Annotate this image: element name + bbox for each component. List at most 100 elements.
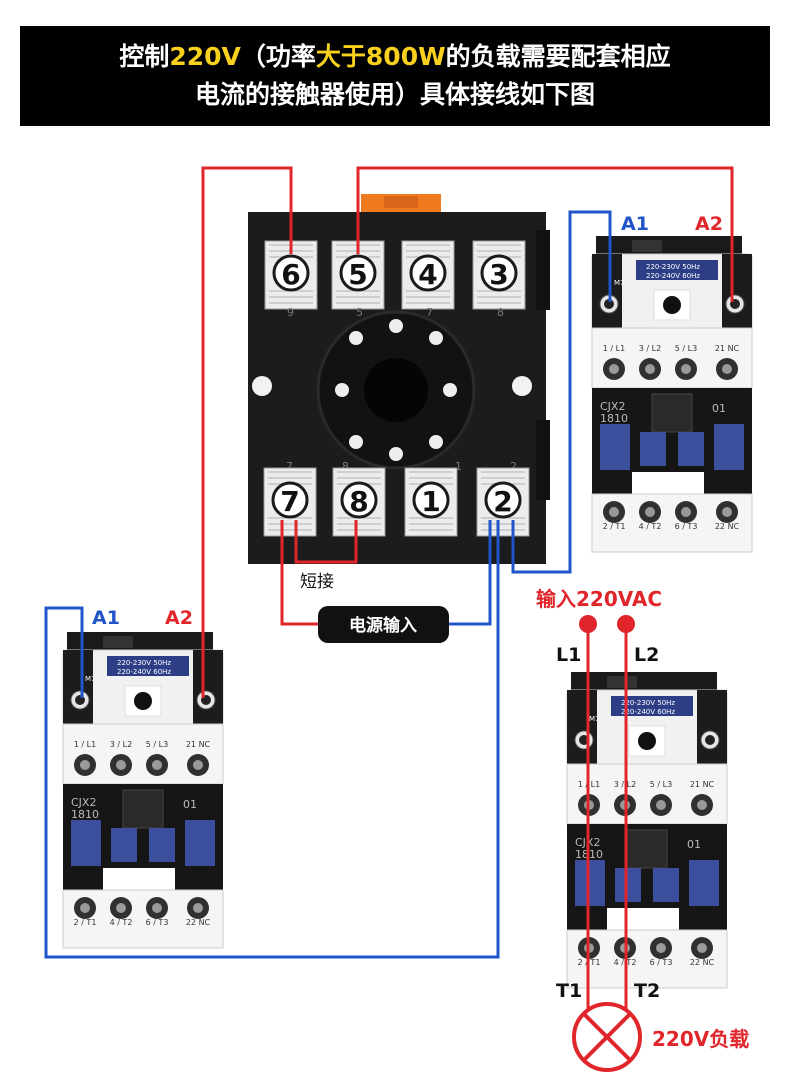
model-label: CJX2 xyxy=(71,796,96,809)
socket-pin-hole xyxy=(443,383,457,397)
pin-mark: 1 xyxy=(455,460,462,473)
left-A2-label: A2 xyxy=(165,607,193,629)
socket-pin-hole xyxy=(349,435,363,449)
socket-pin-hole xyxy=(335,383,349,397)
pin-mark: 7 xyxy=(286,460,293,473)
wire-power-to-terminal2 xyxy=(449,520,492,626)
terminal-label: 6 / T3 xyxy=(650,958,673,967)
t2-label: T2 xyxy=(634,980,660,1002)
power-input-label: 电源输入 xyxy=(349,615,417,636)
blue-wires xyxy=(44,210,612,959)
coil-mark: M7 xyxy=(614,279,625,287)
terminal-label: 6 / T3 xyxy=(675,522,698,531)
banner-highlight: 大于 xyxy=(315,42,366,71)
terminal-number: 3 xyxy=(489,258,508,291)
terminal-label: 22 NC xyxy=(715,522,740,531)
mounting-hole xyxy=(512,376,532,396)
socket-pin-hole xyxy=(349,331,363,345)
socket-pin-hole xyxy=(389,447,403,461)
terminal-label: 2 / T1 xyxy=(74,918,97,927)
terminal-label: 3 / L2 xyxy=(110,740,132,749)
terminal-label: 5 / L3 xyxy=(650,780,672,789)
banner-text: （功率 xyxy=(240,42,316,71)
load-lamp-symbol xyxy=(572,1002,642,1072)
coil-rating-line2: 220-240V 60Hz xyxy=(621,708,675,716)
l2-label: L2 xyxy=(634,644,659,666)
terminal-label: 21 NC xyxy=(690,780,715,789)
input-220vac-label: 输入220VAC xyxy=(536,587,662,611)
model-code: 1810 xyxy=(600,412,628,425)
power-input-box xyxy=(318,606,449,643)
load-label: 220V负载 xyxy=(652,1027,749,1051)
banner-text: 的负载需要配套相应 xyxy=(445,42,671,71)
terminal-label: 22 NC xyxy=(186,918,211,927)
coil-mark: M7 xyxy=(85,675,96,683)
title-banner: 控制220V（功率大于800W的负载需要配套相应 电流的接触器使用）具体接线如下… xyxy=(20,26,770,126)
coil-rating-line1: 220-230V 50Hz xyxy=(117,659,171,667)
pin-mark: 8 xyxy=(342,460,349,473)
pin-mark: 2 xyxy=(510,460,517,473)
wire-terminal2-to-left-A1 xyxy=(44,520,500,959)
socket-edge xyxy=(536,230,550,310)
banner-highlight-power: 800W xyxy=(365,42,446,71)
red-wires xyxy=(201,166,734,1037)
wire-terminal2-to-right-A1 xyxy=(511,210,612,574)
input-dot-L2 xyxy=(617,615,635,633)
terminal-number: 5 xyxy=(348,258,367,291)
terminal-label: 5 / L3 xyxy=(675,344,697,353)
aux-label: 01 xyxy=(712,402,726,415)
coil-rating-line2: 220-240V 60Hz xyxy=(646,272,700,280)
socket-pin-hole xyxy=(389,319,403,333)
coil-rating-line1: 220-230V 50Hz xyxy=(621,699,675,707)
banner-line-1: 控制220V（功率大于800W的负载需要配套相应 xyxy=(20,40,770,74)
socket-pin-hole xyxy=(429,331,443,345)
wire-terminal7-to-power xyxy=(280,520,318,626)
terminal-number: 6 xyxy=(281,258,300,291)
coil-mark: M7 xyxy=(589,715,600,723)
terminal-label: 21 NC xyxy=(186,740,211,749)
terminal-label: 4 / T2 xyxy=(639,522,662,531)
pin-mark: 7 xyxy=(426,306,433,319)
input-dot-L1 xyxy=(579,615,597,633)
terminal-label: 2 / T1 xyxy=(603,522,626,531)
terminal-label: 5 / L3 xyxy=(146,740,168,749)
terminal-label: 1 / L1 xyxy=(603,344,625,353)
coil-rating-line1: 220-230V 50Hz xyxy=(646,263,700,271)
wire-short-7-8 xyxy=(294,520,358,564)
terminal-number: 7 xyxy=(280,485,299,518)
terminal-number: 2 xyxy=(493,485,512,518)
terminal-label: 22 NC xyxy=(690,958,715,967)
l1-label: L1 xyxy=(556,644,581,666)
right-A2-label: A2 xyxy=(695,213,723,235)
socket-pin-hole xyxy=(429,435,443,449)
wire-terminal6-to-left-A2 xyxy=(201,166,293,698)
model-code: 1810 xyxy=(71,808,99,821)
pin-mark: 9 xyxy=(287,306,294,319)
banner-line-2: 电流的接触器使用）具体接线如下图 xyxy=(194,80,595,109)
pin-mark: 5 xyxy=(356,306,363,319)
terminal-label: 1 / L1 xyxy=(74,740,96,749)
mounting-hole xyxy=(252,376,272,396)
short-label: 短接 xyxy=(300,572,334,592)
terminal-number: 4 xyxy=(418,258,437,291)
right-A1-label: A1 xyxy=(621,213,649,235)
socket-latch-slot xyxy=(384,196,418,208)
terminal-label: 4 / T2 xyxy=(110,918,133,927)
model-label: CJX2 xyxy=(600,400,625,413)
aux-label: 01 xyxy=(183,798,197,811)
left-A1-label: A1 xyxy=(92,607,120,629)
terminal-number: 1 xyxy=(421,485,440,518)
socket-center-hole xyxy=(364,358,428,422)
terminal-label: 21 NC xyxy=(715,344,740,353)
pin-mark: 8 xyxy=(497,306,504,319)
aux-label: 01 xyxy=(687,838,701,851)
coil-rating-line2: 220-240V 60Hz xyxy=(117,668,171,676)
socket-edge xyxy=(536,420,550,500)
terminal-label: 3 / L2 xyxy=(639,344,661,353)
banner-highlight-voltage: 220V xyxy=(169,42,241,71)
terminal-number: 8 xyxy=(349,485,368,518)
wire-terminal5-to-right-A2 xyxy=(356,166,734,302)
t1-label: T1 xyxy=(556,980,582,1002)
banner-text: 控制 xyxy=(119,42,170,71)
